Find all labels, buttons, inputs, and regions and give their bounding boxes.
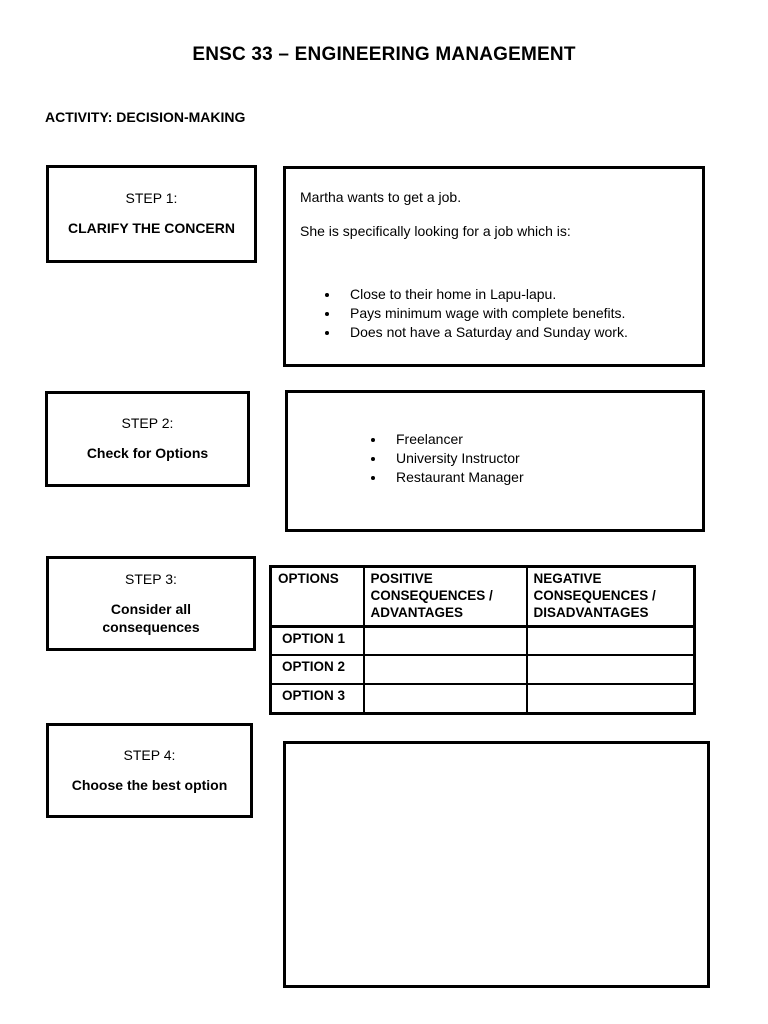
list-item: Restaurant Manager	[386, 468, 702, 487]
step1-box: STEP 1: CLARIFY THE CONCERN	[46, 165, 257, 263]
page-title: ENSC 33 – ENGINEERING MANAGEMENT	[192, 44, 576, 65]
step3-label: STEP 3:	[125, 570, 177, 587]
consequences-table: OPTIONS POSITIVE CONSEQUENCES / ADVANTAG…	[269, 565, 696, 715]
option3-negative-cell	[525, 683, 696, 715]
step1-content-box: Martha wants to get a job. She is specif…	[283, 166, 705, 367]
option3-positive-cell	[362, 683, 528, 715]
step3-title: Consider all consequences	[102, 600, 200, 635]
table-row: OPTION 1	[269, 625, 696, 657]
table-row: OPTION 2	[269, 654, 696, 686]
option1-cell: OPTION 1	[269, 625, 365, 657]
column-header-negative: NEGATIVE CONSEQUENCES / DISADVANTAGES	[525, 565, 696, 628]
list-item: Close to their home in Lapu-lapu.	[340, 285, 688, 304]
column-header-positive: POSITIVE CONSEQUENCES / ADVANTAGES	[362, 565, 528, 628]
option2-negative-cell	[525, 654, 696, 686]
step4-answer-box	[283, 741, 710, 988]
step2-title: Check for Options	[86, 445, 209, 462]
option2-cell: OPTION 2	[269, 654, 365, 686]
step2-box: STEP 2: Check for Options	[45, 391, 250, 487]
column-header-options: OPTIONS	[269, 565, 365, 628]
option1-negative-cell	[525, 625, 696, 657]
step2-content-box: Freelancer University Instructor Restaur…	[285, 390, 705, 532]
step4-label: STEP 4:	[123, 746, 176, 763]
list-item: Freelancer	[386, 430, 702, 449]
step1-line1: Martha wants to get a job.	[300, 189, 462, 205]
table-row: OPTION 3	[269, 683, 696, 715]
step1-line2: She is specifically looking for a job wh…	[300, 222, 571, 239]
option1-positive-cell	[362, 625, 528, 657]
step1-title: CLARIFY THE CONCERN	[68, 220, 235, 237]
activity-heading: ACTIVITY: DECISION-MAKING	[45, 109, 246, 125]
step1-label: STEP 1:	[125, 190, 178, 207]
step4-box: STEP 4: Choose the best option	[46, 723, 253, 818]
step2-label: STEP 2:	[121, 415, 174, 432]
option3-cell: OPTION 3	[269, 683, 365, 715]
step1-bullet-list: Close to their home in Lapu-lapu. Pays m…	[300, 285, 688, 342]
step2-bullet-list: Freelancer University Instructor Restaur…	[288, 430, 702, 487]
step3-box: STEP 3: Consider all consequences	[46, 556, 256, 651]
table-header-row: OPTIONS POSITIVE CONSEQUENCES / ADVANTAG…	[269, 565, 696, 628]
option2-positive-cell	[362, 654, 528, 686]
list-item: University Instructor	[386, 449, 702, 468]
step4-title: Choose the best option	[71, 776, 228, 793]
list-item: Does not have a Saturday and Sunday work…	[340, 323, 688, 342]
list-item: Pays minimum wage with complete benefits…	[340, 304, 688, 323]
